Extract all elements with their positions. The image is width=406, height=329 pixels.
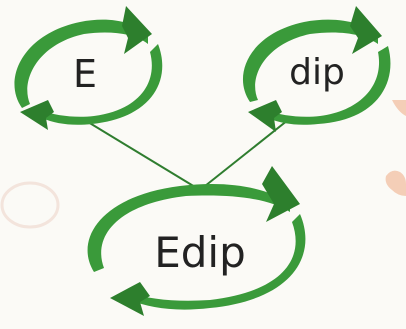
node-label-dip: dip <box>289 52 345 93</box>
arrowhead-top-right <box>350 6 382 54</box>
arrowhead-bottom-bottom <box>110 282 150 316</box>
cycle-arrows-right <box>242 6 391 132</box>
arc-bottom-left <box>40 44 163 125</box>
edge-dip-to-edip <box>199 119 289 191</box>
node-label-edip: Edip <box>154 228 246 277</box>
arrowhead-bottom-right <box>248 100 282 132</box>
arc-top-left <box>14 19 148 108</box>
peach-shape-bottom <box>385 170 406 196</box>
arrowhead-top-bottom <box>262 166 300 222</box>
cycle-arrows-bottom <box>87 166 306 316</box>
background-decoration <box>0 100 406 229</box>
arrowhead-bottom-left <box>20 100 54 130</box>
cycle-arrows-left <box>14 6 163 130</box>
peach-shape-top <box>392 100 406 116</box>
node-label-e: E <box>72 52 98 96</box>
arc-bottom-bottom <box>128 214 306 310</box>
arc-top-bottom <box>87 184 291 272</box>
arrowhead-top-left <box>122 6 152 54</box>
faint-circle-left <box>0 181 60 229</box>
arc-bottom-right <box>266 46 391 125</box>
connector-lines <box>87 119 289 191</box>
arc-top-right <box>242 19 378 102</box>
edge-e-to-edip <box>87 121 201 191</box>
